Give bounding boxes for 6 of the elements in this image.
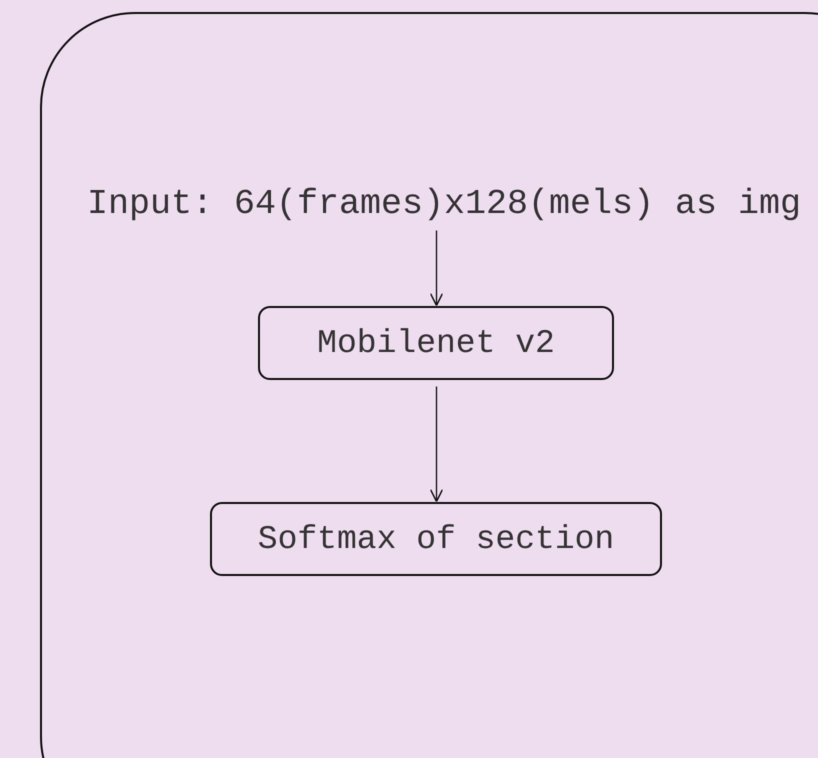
process-box: Softmax of section — [210, 502, 662, 576]
process-box: Mobilenet v2 — [258, 306, 614, 380]
input-label: Input: 64(frames)x128(mels) as img — [64, 184, 818, 224]
rounded-frame — [40, 12, 818, 758]
arrow — [430, 386, 444, 502]
arrow — [430, 230, 444, 306]
